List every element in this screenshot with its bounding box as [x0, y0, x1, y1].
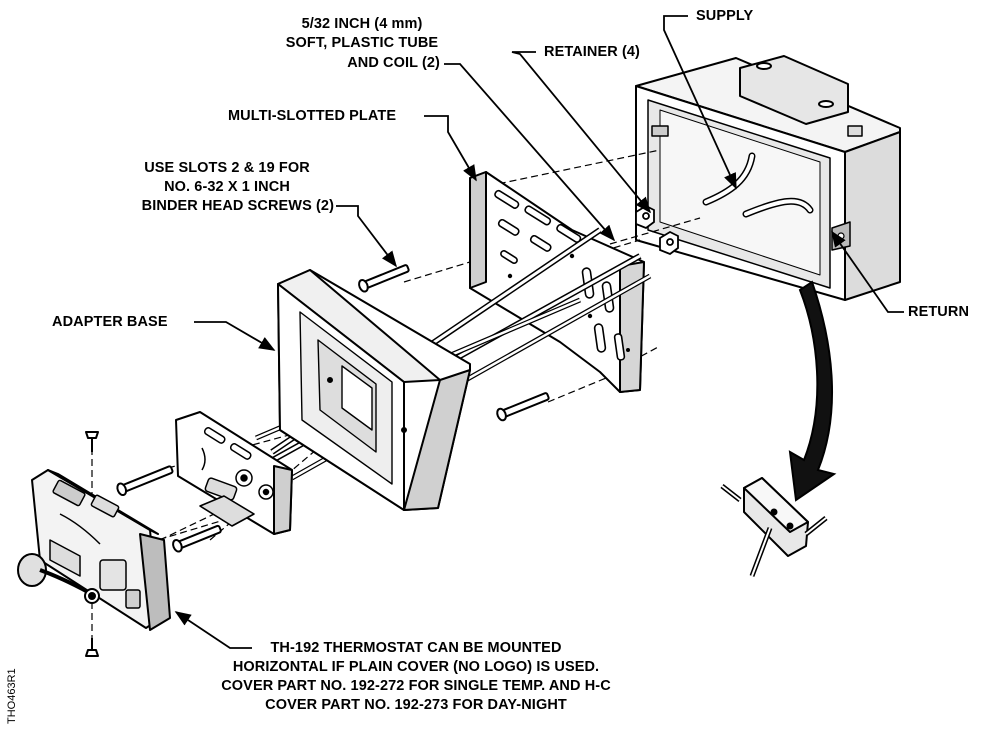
- th-192-thermostat: [17, 431, 171, 657]
- label-note-line-2: HORIZONTAL IF PLAIN COVER (NO LOGO) IS U…: [232, 659, 600, 675]
- label-tube-line-3: AND COIL (2): [347, 55, 440, 71]
- label-slots-line-1: USE SLOTS 2 & 19 FOR: [144, 160, 310, 176]
- wall-box: [635, 55, 901, 301]
- sub-base-plate: [175, 411, 293, 535]
- label-slots-line-2: NO. 6-32 X 1 INCH: [164, 179, 290, 195]
- label-retainer: RETAINER (4): [544, 44, 640, 60]
- label-adapter-base: ADAPTER BASE: [52, 314, 168, 330]
- label-tube-line-1: 5/32 INCH (4 mm): [301, 16, 423, 32]
- label-tube-line-2: SOFT, PLASTIC TUBE: [285, 35, 439, 51]
- label-note-line-4: COVER PART NO. 192-273 FOR DAY-NIGHT: [265, 697, 567, 713]
- label-note-line-3: COVER PART NO. 192-272 FOR SINGLE TEMP. …: [221, 678, 611, 694]
- label-return: RETURN: [908, 304, 970, 320]
- mounting-bracket: [720, 477, 828, 577]
- binder-head-screws: [116, 264, 550, 553]
- label-slots-line-3: BINDER HEAD SCREWS (2): [141, 198, 334, 214]
- multi-slotted-plate: [469, 171, 645, 393]
- label-note-line-1: TH-192 THERMOSTAT CAN BE MOUNTED: [270, 640, 562, 656]
- rotation-arrow: [788, 280, 837, 502]
- label-multi-slotted-plate: MULTI-SLOTTED PLATE: [228, 108, 397, 124]
- adapter-base: [277, 269, 471, 511]
- figure-code: THO463R1: [6, 668, 18, 724]
- leader-lines: [174, 15, 904, 649]
- label-supply: SUPPLY: [696, 8, 754, 24]
